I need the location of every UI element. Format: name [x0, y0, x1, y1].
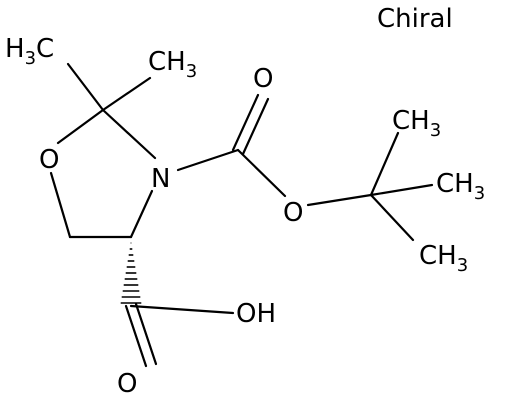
- bond-ester-o-quaternary-c: [306, 193, 373, 207]
- methyl-label-top: CH3: [148, 47, 197, 82]
- bond-n3-c2: [101, 108, 157, 160]
- bond-tbu-methyl-2: [369, 183, 434, 197]
- bond-o1-c5: [49, 171, 72, 239]
- bond-c2-o1: [56, 108, 105, 145]
- bond-n3-carbonyl: [176, 148, 240, 172]
- ester-oxygen-label: O: [283, 198, 303, 228]
- acid-hydroxyl-label: OH: [236, 299, 276, 329]
- bond-tbu-methyl-1: [369, 131, 400, 197]
- chirality-label: Chiral: [377, 4, 453, 34]
- bond-boc-co-double-1: [231, 93, 260, 152]
- tbu-methyl-label-2: CH3: [436, 169, 485, 204]
- bond-carboxyl-co-double-2: [134, 302, 158, 366]
- bond-carbonyl-ester-o: [236, 148, 287, 198]
- tbu-methyl-label-1: CH3: [392, 106, 441, 141]
- bonds: [49, 62, 434, 368]
- bond-c4-n3: [129, 189, 154, 239]
- boc-carbonyl-oxygen-label: O: [253, 64, 273, 94]
- tbu-methyl-label-3: CH3: [419, 241, 468, 276]
- bond-carboxyl-oh: [129, 304, 235, 315]
- bond-carboxyl-co-double-1: [124, 304, 148, 368]
- ring-oxygen-label: O: [39, 145, 59, 175]
- ring-nitrogen-label: N: [151, 164, 170, 194]
- bond-c2-methyl-left: [66, 62, 105, 112]
- bond-boc-co-double-2: [241, 97, 270, 156]
- acid-carbonyl-oxygen-label: O: [117, 369, 137, 399]
- hashed-wedge-stereo-bond: [120, 242, 142, 304]
- methyl-label-top-left: H3C: [5, 34, 54, 69]
- bond-c2-methyl-right: [101, 76, 152, 112]
- atom-labels: Chiral H3C CH3 O N O O CH3 CH3 CH3 OH O: [5, 4, 485, 399]
- bond-tbu-methyl-3: [369, 193, 415, 242]
